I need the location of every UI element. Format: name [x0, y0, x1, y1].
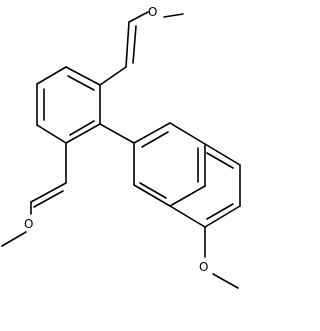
lower-vinyl-double-bond: [30, 182, 67, 203]
oxygen-label-naphthyl: O: [199, 260, 208, 274]
naph-bond-9: [204, 205, 241, 228]
upper-vinyl-o-bond: [128, 11, 149, 23]
benzene-bond-1: [65, 66, 101, 86]
oxygen-label-upper: O: [148, 5, 157, 19]
naph-double-inner-3: [139, 182, 167, 199]
chemical-structure: O O O: [1, 5, 241, 289]
upper-vinyl-double-bond: [125, 21, 130, 68]
naph-bond-5: [133, 184, 171, 207]
benzene-bond-5: [65, 123, 101, 144]
lower-vinyl-double-bond-inner: [33, 190, 64, 208]
lower-methyl-bond: [1, 231, 27, 247]
naphthalene: [133, 122, 241, 228]
benzene-double-inner-1: [67, 75, 95, 91]
naph-methyl-bond: [212, 273, 239, 289]
naph-double-inner-4: [206, 152, 234, 169]
naph-bond-10: [169, 205, 206, 228]
upper-vinyl-ring-bond: [99, 66, 127, 86]
benzene-bond-2: [36, 66, 67, 85]
upper-vinyl-double-bond-inner: [132, 25, 137, 64]
lower-methoxyvinyl: [1, 142, 67, 247]
benzene-ring: [36, 66, 101, 144]
naph-bond-4: [169, 185, 206, 207]
naph-double-inner-1: [141, 131, 169, 148]
benzene-bond-4: [36, 124, 67, 144]
upper-methoxyvinyl: [99, 11, 184, 86]
biaryl-bond: [99, 123, 135, 144]
naph-bond-2: [169, 122, 206, 145]
benzene-double-inner-3: [69, 120, 95, 136]
upper-methyl-bond: [163, 13, 184, 18]
naphthyl-methoxy: [204, 226, 239, 289]
naph-bond-1: [133, 122, 171, 144]
oxygen-label-lower: O: [24, 217, 33, 231]
naph-double-inner-5: [206, 203, 234, 220]
naph-bond-7: [204, 143, 241, 166]
